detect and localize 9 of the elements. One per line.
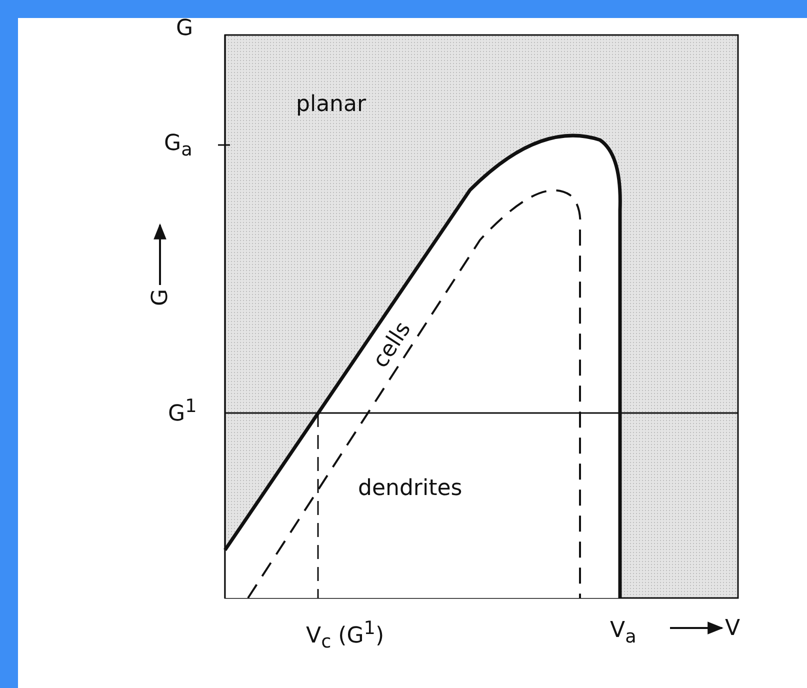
tick-label: G$_{a}$ (164, 133, 192, 160)
axis-label: G (176, 18, 194, 40)
tick-label: V$_{c}$ (G$^{1}$) (306, 620, 384, 652)
tick-label: G$^{1}$ (168, 398, 197, 426)
tick-label: V$_{a}$ (610, 620, 636, 647)
region-label: dendrites (358, 478, 462, 500)
axis-label: V (725, 618, 740, 640)
axis-label: G (150, 288, 172, 306)
region-label: planar (296, 94, 366, 116)
